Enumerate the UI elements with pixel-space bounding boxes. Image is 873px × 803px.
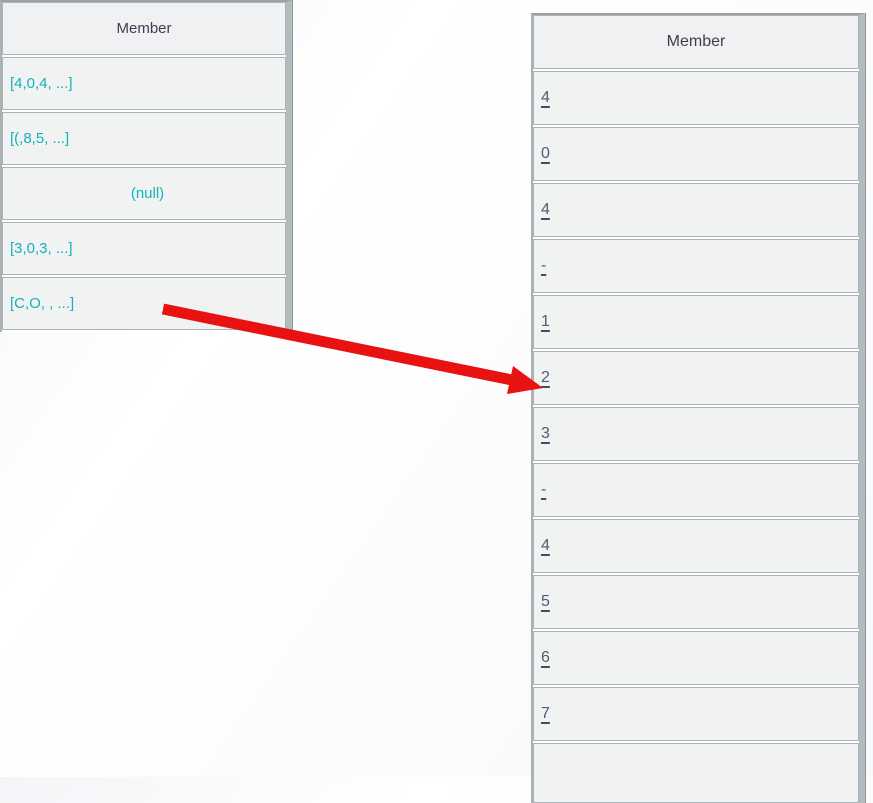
member-link[interactable]: 4	[541, 201, 550, 218]
member-link-row[interactable]: -	[533, 463, 859, 517]
member-empty-row	[533, 743, 859, 803]
left-member-table: Member [4,0,4, ...] [(,8,5, ...] (null) …	[0, 0, 292, 332]
right-member-table: Member 4 0 4 - 1 2 3 - 4 5 6 7	[531, 13, 865, 803]
left-member-cell[interactable]: [C,O, , ...]	[2, 277, 286, 330]
member-link[interactable]: -	[541, 257, 547, 274]
member-link-row[interactable]: -	[533, 239, 859, 293]
member-link[interactable]: 5	[541, 593, 550, 610]
left-member-header: Member	[2, 2, 286, 55]
member-link[interactable]: 3	[541, 425, 550, 442]
left-member-cell[interactable]: [(,8,5, ...]	[2, 112, 286, 165]
member-link-row[interactable]: 6	[533, 631, 859, 685]
member-link[interactable]: 0	[541, 145, 550, 162]
member-link-row[interactable]: 3	[533, 407, 859, 461]
member-link-row[interactable]: 4	[533, 71, 859, 125]
member-link[interactable]: 7	[541, 705, 550, 722]
member-link-row[interactable]: 4	[533, 183, 859, 237]
member-link[interactable]: -	[541, 481, 547, 498]
member-link-row[interactable]: 0	[533, 127, 859, 181]
member-link[interactable]: 4	[541, 89, 550, 106]
member-link[interactable]: 1	[541, 313, 550, 330]
left-member-cell[interactable]: [4,0,4, ...]	[2, 57, 286, 110]
member-link-row[interactable]: 4	[533, 519, 859, 573]
member-link-row[interactable]: 5	[533, 575, 859, 629]
right-member-header: Member	[533, 15, 859, 69]
left-member-null-cell[interactable]: (null)	[2, 167, 286, 220]
member-link[interactable]: 4	[541, 537, 550, 554]
left-member-cell[interactable]: [3,0,3, ...]	[2, 222, 286, 275]
member-link[interactable]: 6	[541, 649, 550, 666]
member-link[interactable]: 2	[541, 369, 550, 386]
member-link-row[interactable]: 1	[533, 295, 859, 349]
member-link-row[interactable]: 7	[533, 687, 859, 741]
member-link-row[interactable]: 2	[533, 351, 859, 405]
